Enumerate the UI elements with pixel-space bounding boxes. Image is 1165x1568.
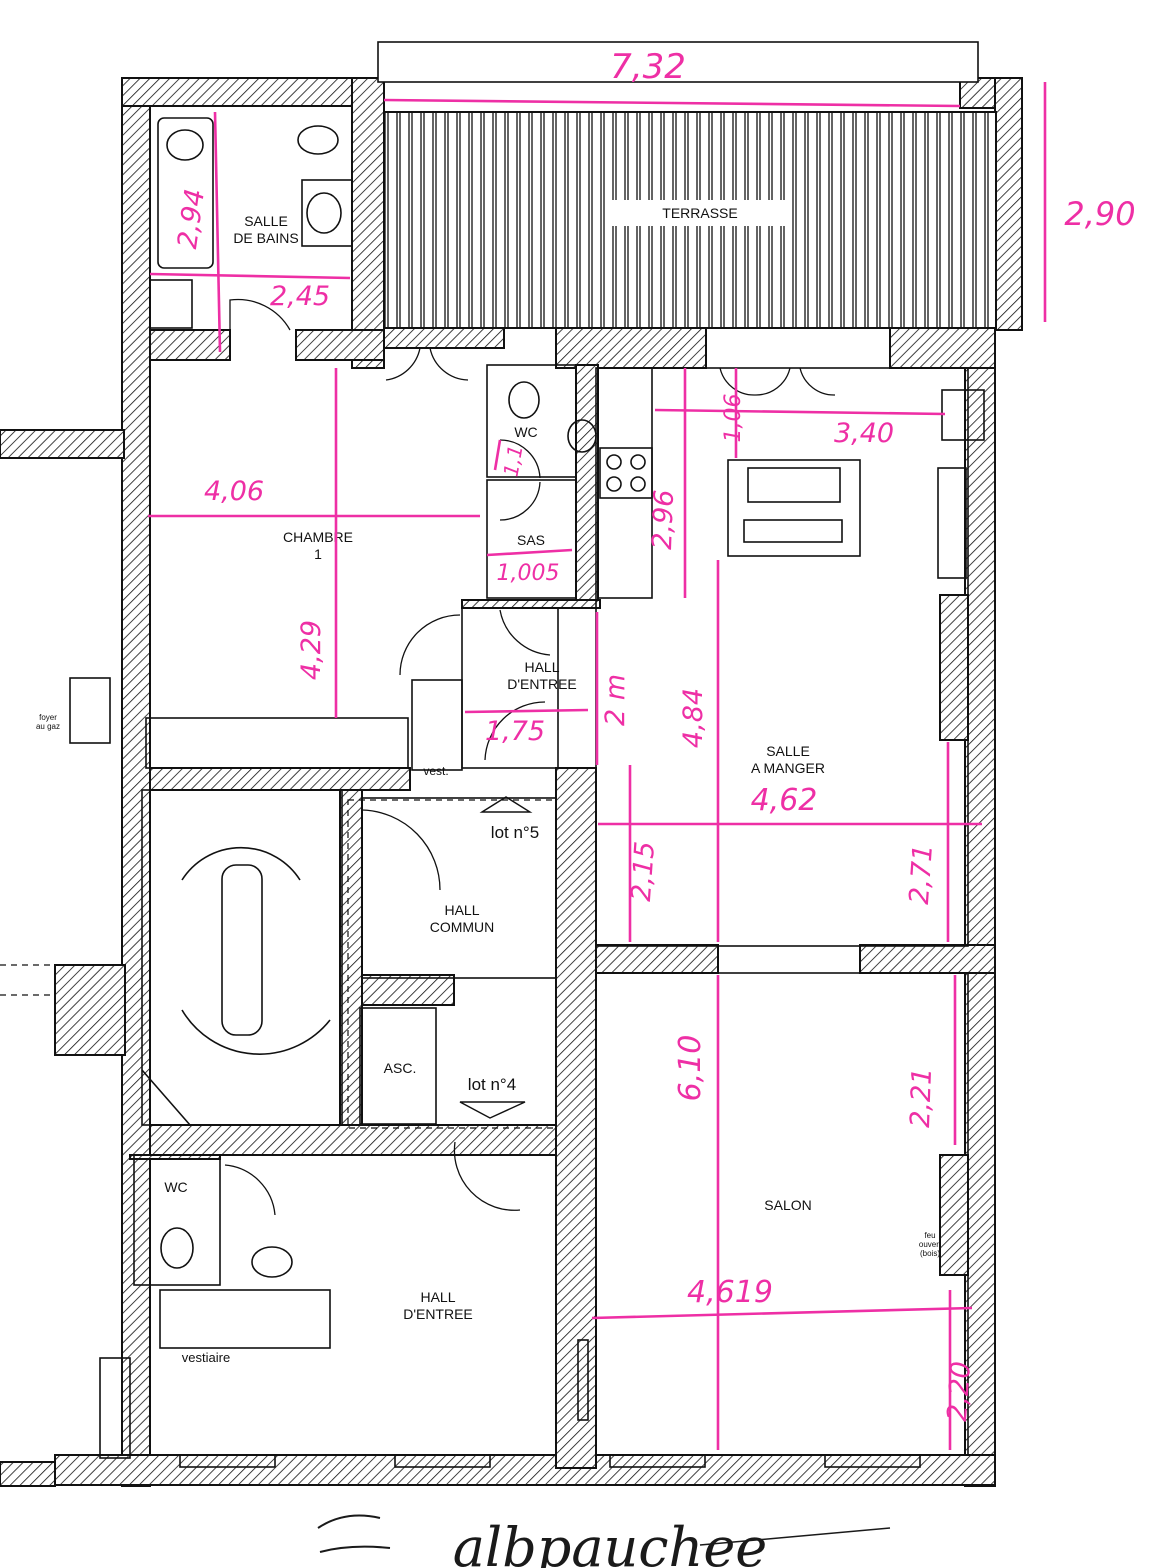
dim-top-width: 7,32	[610, 47, 686, 87]
dim-kitchen-top: 1,06	[721, 394, 746, 443]
dim-dining-left-h: 2,15	[626, 840, 661, 902]
label-vestiaire: vestiaire	[182, 1350, 230, 1365]
dim-dining-right-h: 2,71	[904, 843, 939, 905]
dim-sas-width: 1,005	[497, 561, 560, 586]
dim-wc: 1,1	[499, 443, 528, 478]
walls	[0, 77, 1023, 1487]
label-lot4: lot n°4	[468, 1075, 516, 1094]
doors	[224, 298, 836, 1216]
dim-salon-height: 6,10	[673, 1035, 708, 1102]
dim-kitchen-width: 3,40	[834, 418, 894, 449]
dim-hall-height: 2 m	[600, 674, 631, 726]
label-vest: vest.	[423, 764, 448, 778]
dim-salon-width: 4,619	[687, 1275, 773, 1310]
dim-dining-height: 4,84	[678, 688, 709, 748]
terrace	[377, 41, 997, 329]
dim-bath-height: 2,94	[172, 187, 211, 251]
label-wc-bottom: WC	[164, 1179, 187, 1195]
dim-hall-width: 1,75	[485, 716, 545, 747]
label-asc: ASC.	[384, 1060, 417, 1076]
dim-bath-width: 2,45	[270, 281, 330, 312]
label-salon: SALON	[764, 1197, 811, 1213]
label-sas: SAS	[517, 532, 545, 548]
lot5-marker	[479, 796, 533, 813]
signature: albpauchee	[317, 1514, 891, 1568]
dimension-lines	[148, 82, 1047, 1450]
dim-kitchen-height: 2,96	[647, 489, 680, 550]
dim-salon-right-upper: 2,21	[905, 1067, 938, 1128]
dim-dining-width: 4,62	[751, 783, 818, 818]
label-wc-top: WC	[514, 424, 537, 440]
label-terrasse: TERRASSE	[662, 205, 737, 221]
dim-chambre-width: 4,06	[204, 476, 264, 507]
interior-lines	[0, 117, 985, 1468]
dimension-labels: 7,32 2,90 2,94 2,45 4,06 4,29 1,1 1,005 …	[172, 47, 1136, 1422]
dim-salon-right-lower: 2,20	[942, 1360, 977, 1422]
signature-text: albpauchee	[453, 1516, 768, 1568]
lot4-marker	[459, 1101, 526, 1119]
dim-chambre-height: 4,29	[296, 620, 327, 680]
label-lot5: lot n°5	[491, 823, 539, 842]
dim-terrace-height: 2,90	[1064, 195, 1135, 233]
